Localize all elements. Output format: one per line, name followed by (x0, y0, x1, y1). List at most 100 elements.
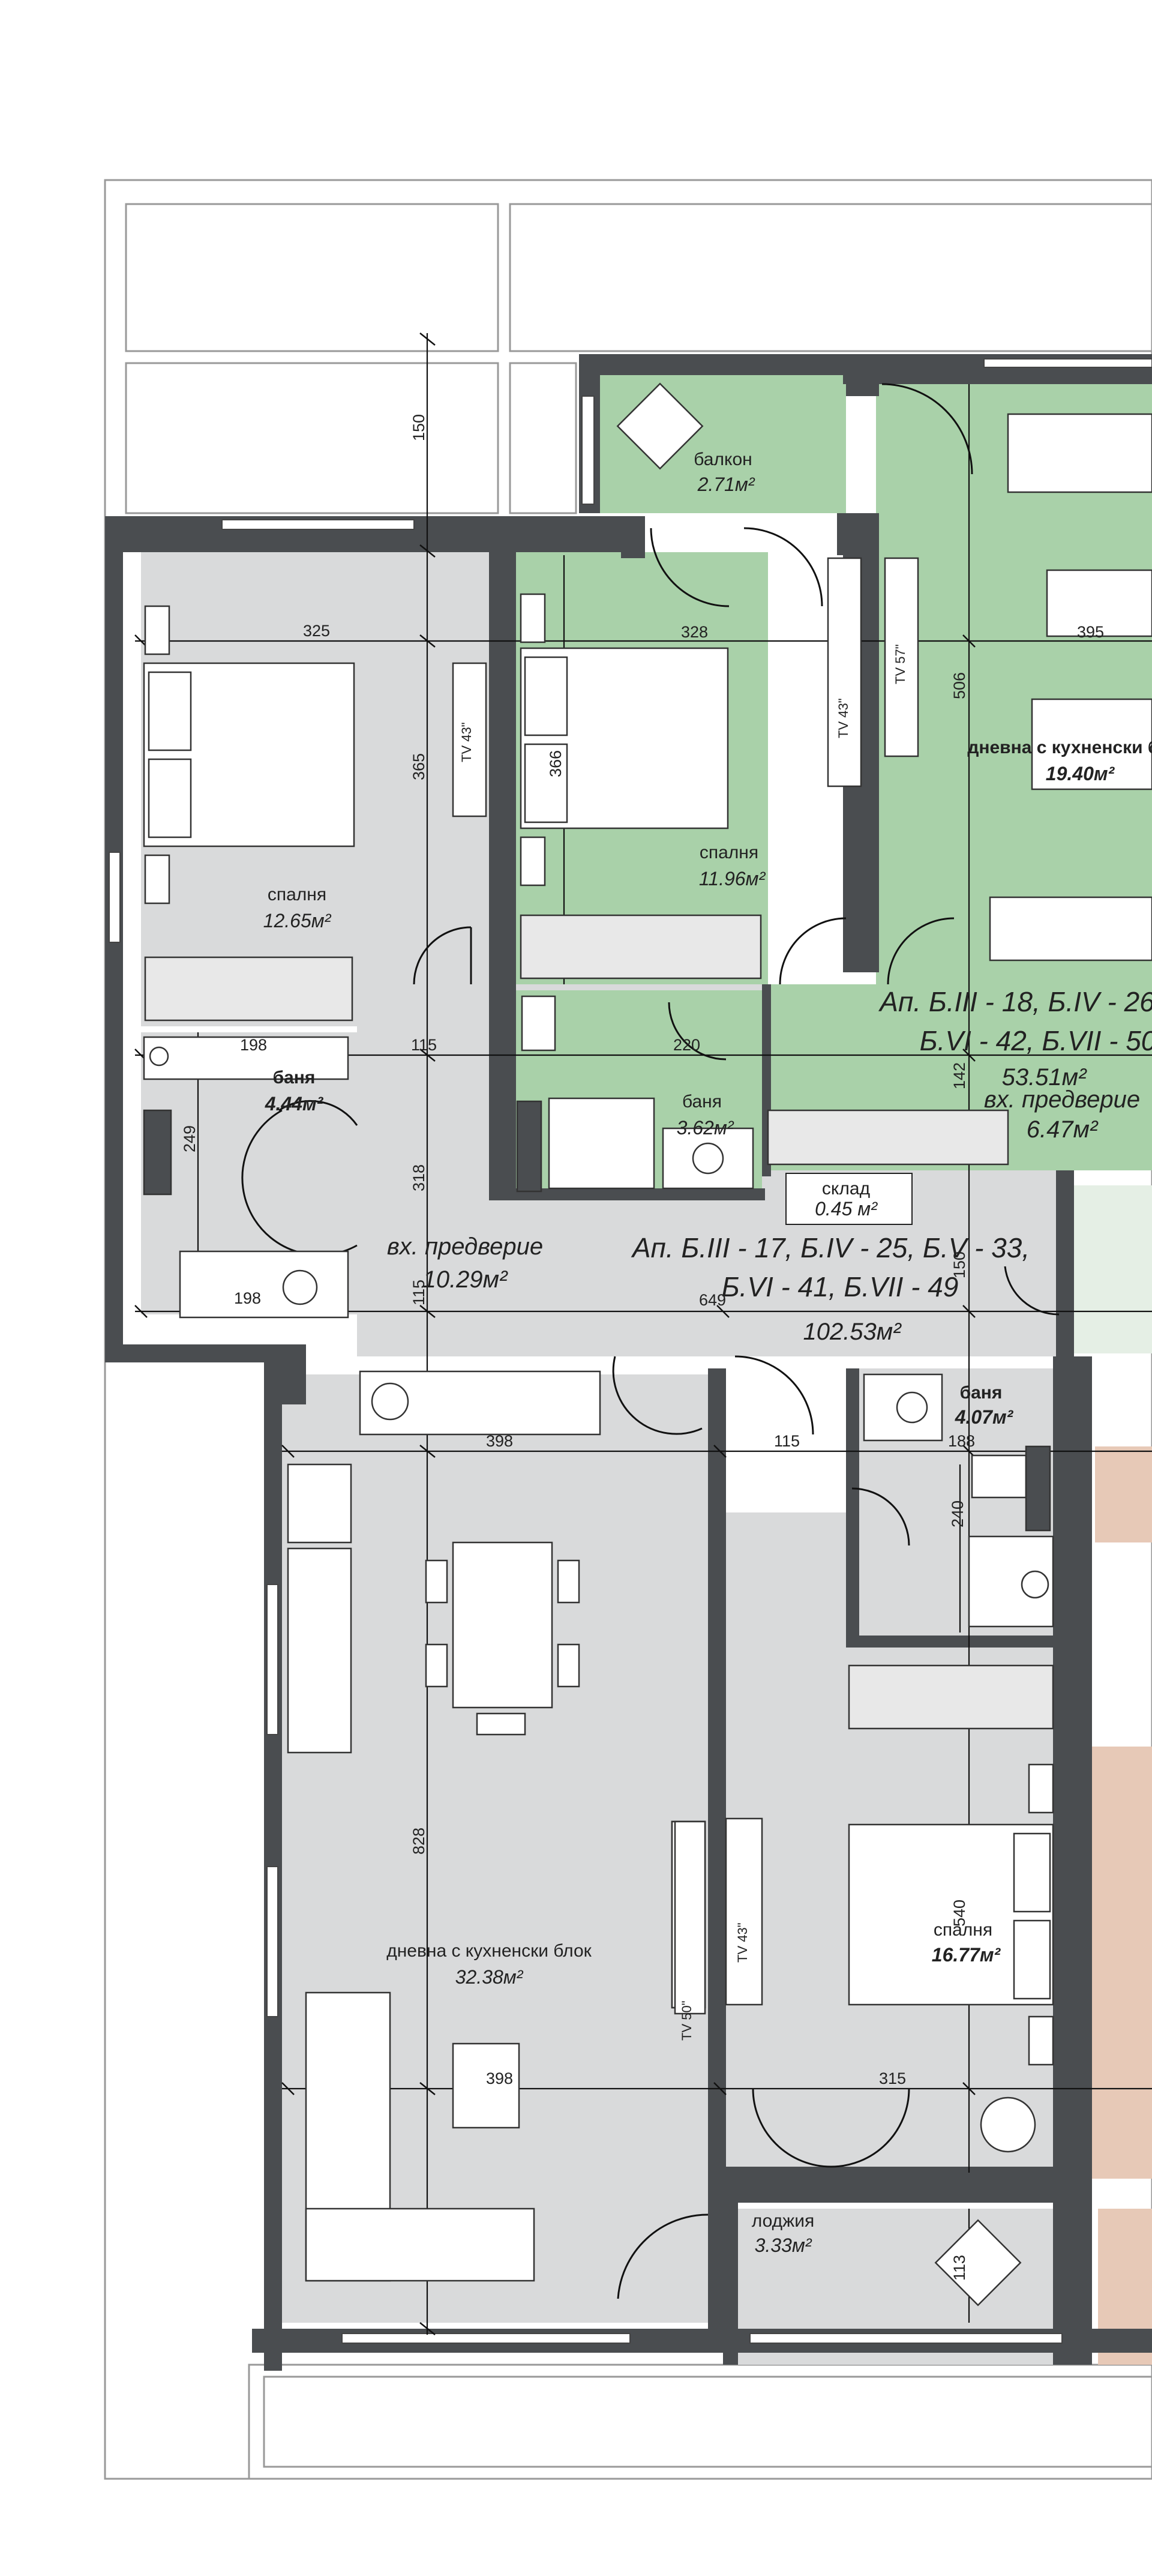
dim-328: 328 (681, 623, 708, 641)
bath-w-fixtures (143, 1036, 349, 1080)
tv-panel-5 (674, 1820, 706, 2015)
dim-649: 649 (699, 1291, 726, 1309)
label-balcony: балкон (694, 450, 752, 469)
dim-828: 828 (410, 1828, 428, 1855)
area-living-17: 32.38м² (455, 1966, 524, 1988)
dim-366: 366 (547, 750, 565, 777)
apt17-line2: Б.VI - 41, Б.VII - 49 (722, 1271, 959, 1302)
cooktop (287, 1463, 352, 1544)
label-bedroom-nw: спалня (268, 885, 326, 904)
dim-115c: 115 (774, 1432, 800, 1450)
floor-light-strip (1074, 1185, 1152, 1353)
dim-198b: 198 (234, 1289, 261, 1307)
coffee-table (452, 2042, 520, 2129)
dim-318: 318 (410, 1164, 428, 1191)
area-bedroom-nw: 12.65м² (263, 910, 332, 931)
wardrobe-18 (520, 914, 762, 980)
apt18-line2: Б.VI - 42, Б.VII - 50 (920, 1025, 1152, 1056)
area-bedroom-18: 11.96м² (699, 868, 766, 889)
dim-188: 188 (948, 1432, 975, 1450)
sink-w (179, 1250, 349, 1319)
tv-label-4: TV 43" (735, 1922, 750, 1963)
windows (109, 358, 1152, 2344)
dim-150-top: 150 (410, 414, 428, 441)
shower-18 (516, 1100, 542, 1193)
kitchen-counter-18 (989, 896, 1152, 961)
apt18-line1: Ап. Б.III - 18, Б.IV - 26, Б.V (878, 986, 1152, 1017)
apt17-line1: Ап. Б.III - 17, Б.IV - 25, Б.V - 33, (631, 1232, 1030, 1263)
toilet-e (971, 1454, 1027, 1499)
dining-table-17 (452, 1541, 553, 1709)
label-bedroom-se: спалня (934, 1920, 992, 1940)
dim-150-mid: 150 (950, 1251, 968, 1278)
tv-stand-1 (452, 662, 487, 817)
wardrobe-hall-18 (767, 1109, 1009, 1166)
tv-label-5: TV 50" (679, 2000, 694, 2041)
apt17-area: 102.53м² (803, 1319, 902, 1345)
nightstand (144, 605, 170, 655)
area-loggia: 3.33м² (755, 2234, 812, 2256)
tv-stand-2 (827, 557, 862, 787)
dim-142: 142 (950, 1062, 968, 1089)
label-storage: склад (822, 1179, 870, 1199)
dimension-labels: 150 325 328 395 365 366 506 198 115 220 … (181, 414, 1104, 2281)
dim-398b: 398 (486, 2069, 513, 2087)
dim-198a: 198 (240, 1036, 267, 1054)
dim-113: 113 (950, 2255, 968, 2281)
toilet-18 (521, 995, 556, 1052)
label-living-18: дневна с кухненски бло (967, 738, 1152, 757)
label-hall-18: вх. предверие (984, 1086, 1140, 1113)
tv-label-2: TV 43" (836, 698, 851, 738)
dim-365: 365 (410, 753, 428, 780)
dim-115b: 115 (410, 1280, 428, 1305)
kitchen-side (287, 1547, 352, 1754)
dim-220: 220 (673, 1036, 700, 1054)
dim-325: 325 (303, 622, 330, 640)
shower-w (143, 1109, 172, 1196)
dim-240: 240 (949, 1500, 967, 1527)
tv-stand-3 (884, 557, 919, 757)
wardrobe-se (848, 1664, 1054, 1730)
dim-506: 506 (950, 672, 968, 699)
tv-label-3: TV 57" (893, 644, 908, 684)
label-loggia: лоджия (752, 2211, 814, 2231)
balcony-table (616, 382, 704, 470)
dining-table-18 (1031, 698, 1152, 790)
tv-stand-se (725, 1817, 763, 2006)
nightstand (144, 854, 170, 904)
label-bath-e: баня (960, 1383, 1003, 1403)
furniture (143, 382, 1152, 2307)
floor-neighbour-2 (1092, 1747, 1152, 2179)
label-living-17: дневна с кухненски блок (386, 1941, 592, 1961)
tv-unit-18 (1046, 569, 1152, 637)
dim-540: 540 (950, 1900, 968, 1927)
loggia-table (934, 2219, 1022, 2307)
room-labels: спалня 12.65м² баня 4.44м² вх. предверие… (263, 450, 1152, 2256)
walls (105, 354, 1152, 2371)
label-bedroom-18: спалня (700, 843, 758, 862)
floor-storage (785, 1173, 913, 1225)
area-bath-18: 3.62м² (677, 1117, 734, 1139)
doors (241, 383, 1060, 2299)
area-hall-17: 10.29м² (423, 1266, 509, 1293)
shower-e (1025, 1445, 1051, 1532)
floor-neighbour-1 (1095, 1446, 1152, 1542)
area-bath-e: 4.07м² (955, 1406, 1014, 1428)
label-bath-w: баня (273, 1068, 316, 1088)
apartment-captions: Ап. Б.III - 17, Б.IV - 25, Б.V - 33, Б.V… (631, 986, 1152, 1345)
tv-labels: TV 43" TV 43" TV 57" TV 43" TV 50" (459, 644, 908, 2041)
label-hall-17: вх. предверие (387, 1233, 543, 1260)
label-bath-18: баня (682, 1092, 722, 1112)
sofa-17b (305, 2207, 535, 2282)
area-bath-w: 4.44м² (265, 1093, 324, 1115)
area-balcony: 2.71м² (697, 474, 755, 495)
area-hall-18: 6.47м² (1027, 1116, 1099, 1143)
dim-395: 395 (1077, 623, 1104, 641)
apt18-area: 53.51м² (1002, 1064, 1088, 1091)
sink-18 (548, 1097, 655, 1190)
tv-label-1: TV 43" (459, 722, 474, 762)
dim-115a: 115 (411, 1036, 437, 1054)
area-living-18: 19.40м² (1046, 763, 1115, 784)
dim-249: 249 (181, 1125, 199, 1152)
